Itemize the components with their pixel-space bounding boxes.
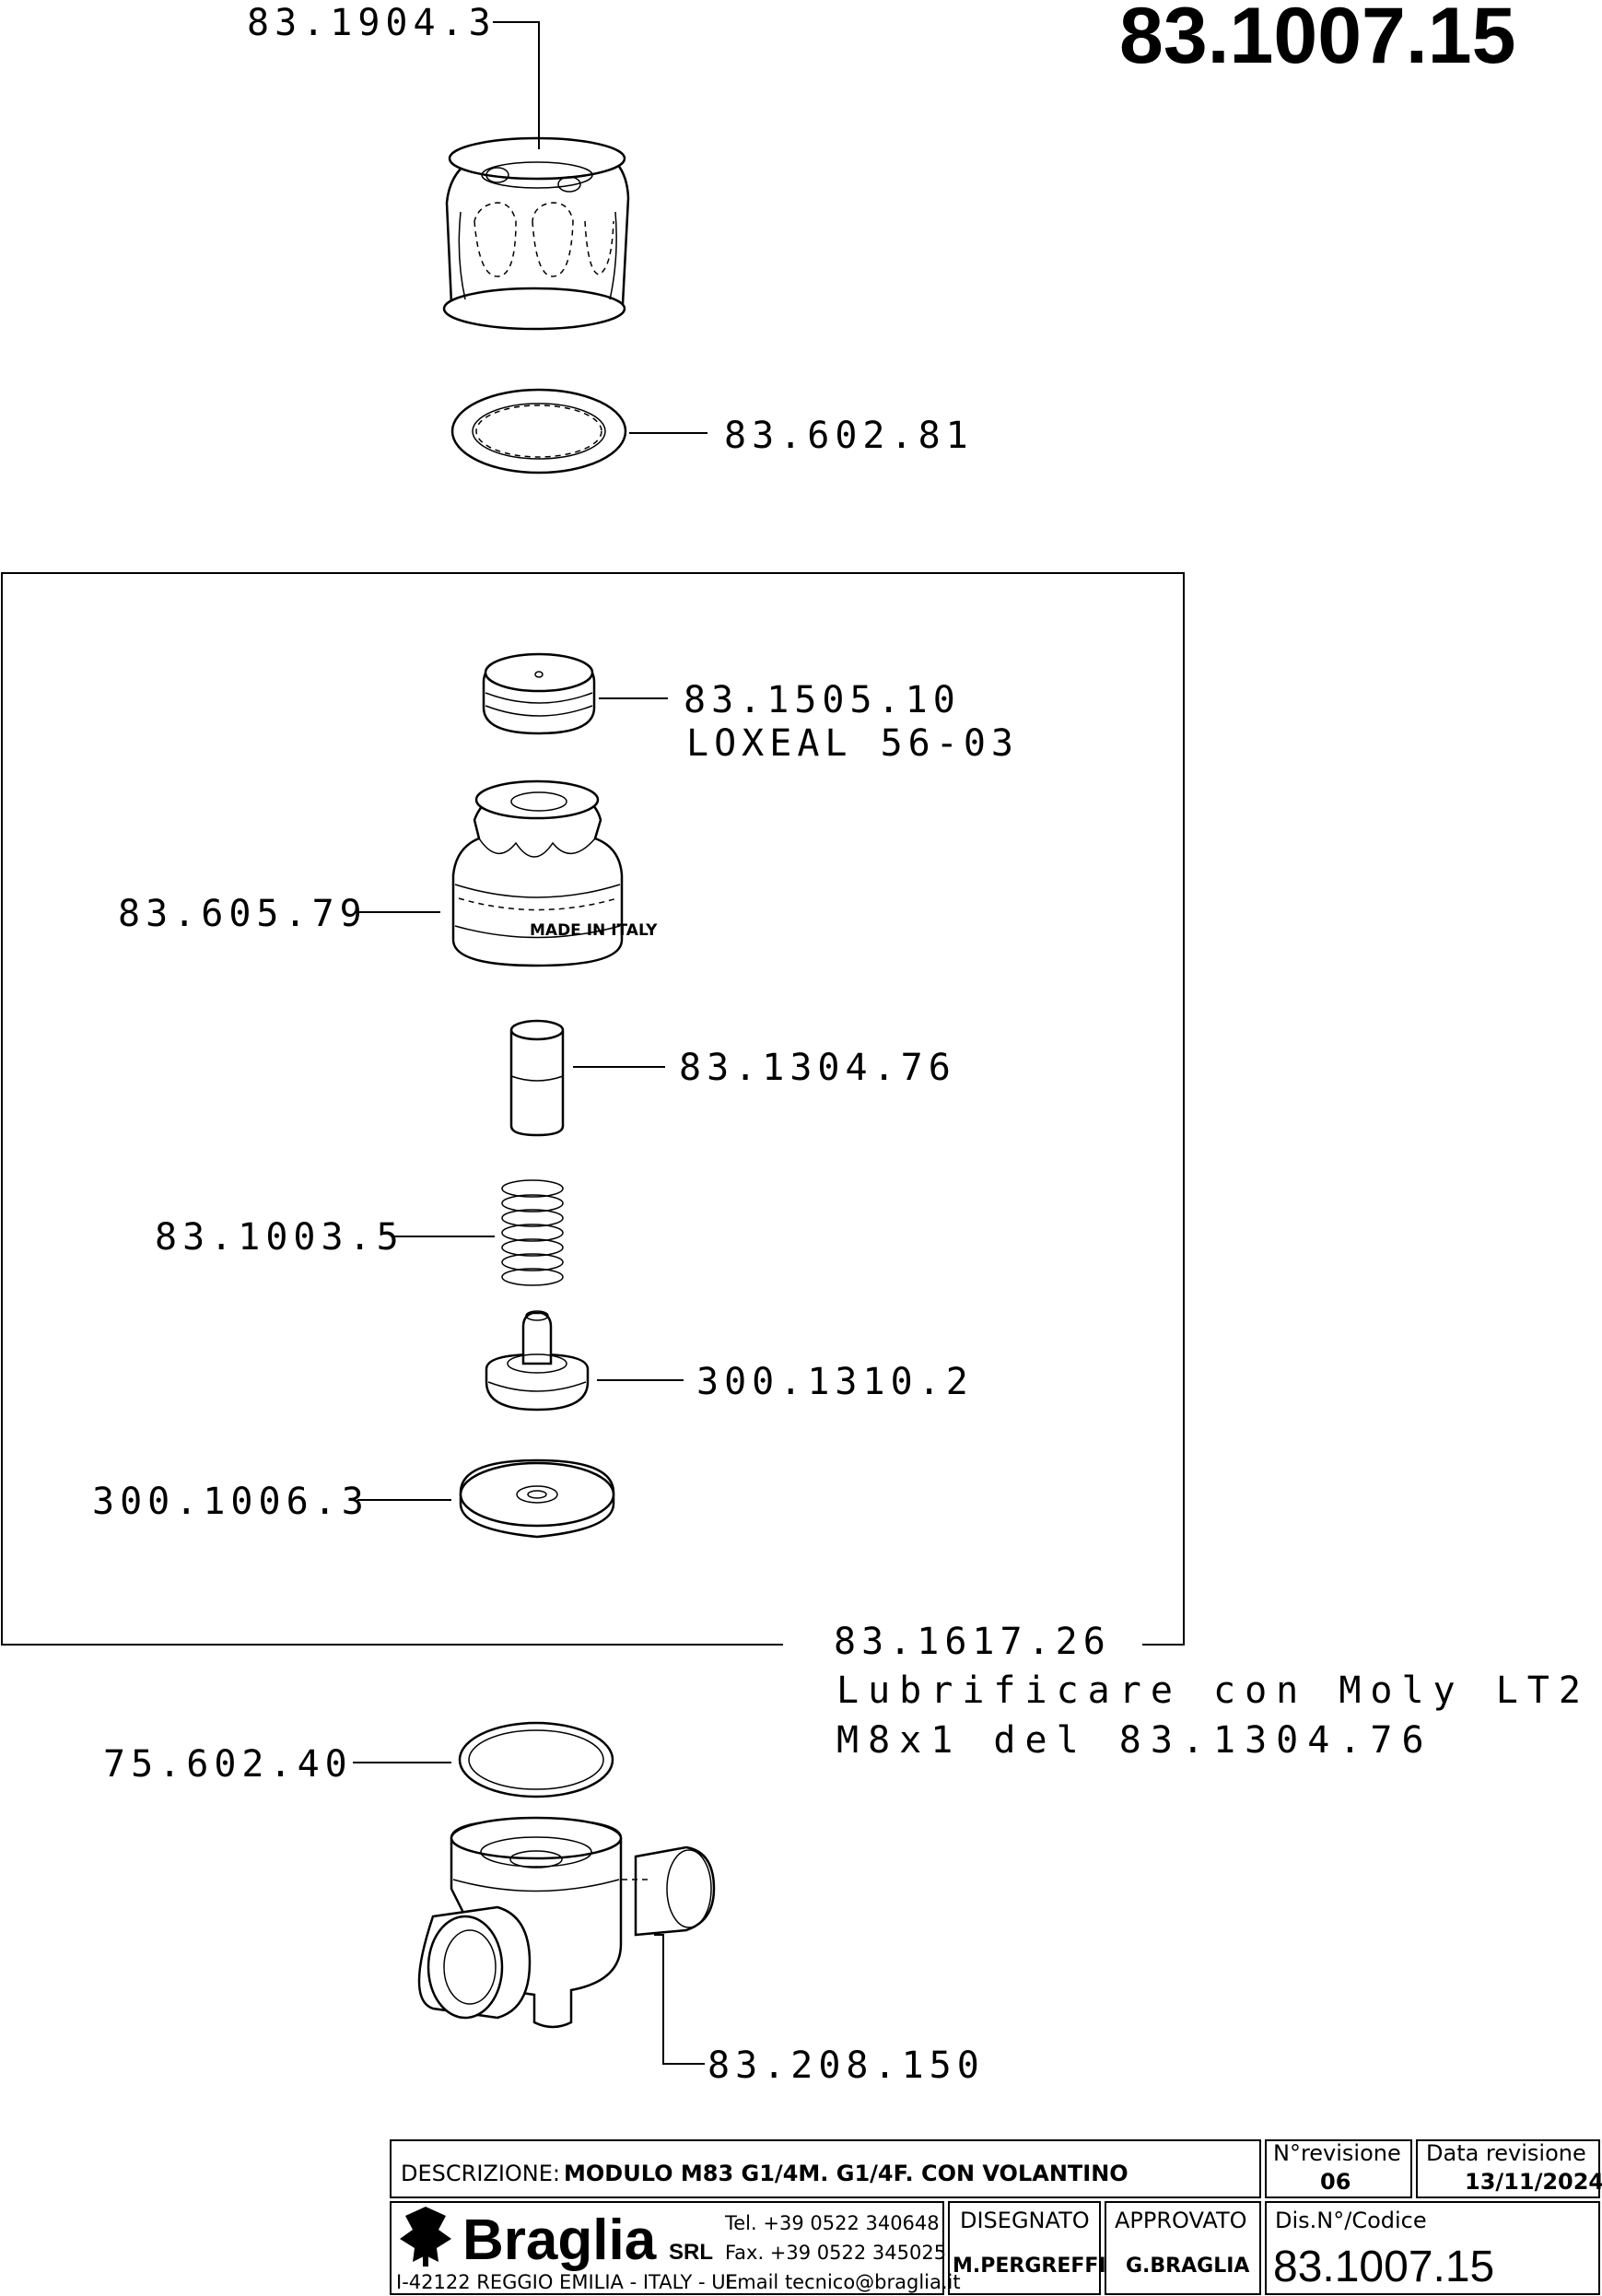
company-cell xyxy=(390,2201,944,2295)
callout-piston: 83.1304.76 xyxy=(679,1047,956,1089)
revision-label: N°revisione xyxy=(1273,2140,1401,2166)
description-value: MODULO M83 G1/4M. G1/4F. CON VOLANTINO xyxy=(564,2161,1128,2186)
company-logo-icon xyxy=(400,2207,451,2267)
company-name: Braglia xyxy=(462,2208,657,2272)
callout-subassembly: 83.1617.26 xyxy=(834,1621,1111,1663)
callout-body: 83.208.150 xyxy=(707,2044,985,2087)
revision-value: 06 xyxy=(1320,2169,1351,2195)
company-email: Email tecnico@braglia.it xyxy=(725,2271,961,2293)
part-body xyxy=(417,1816,716,2029)
drawn-cell xyxy=(948,2201,1101,2295)
cap-marking: MADE IN ITALY xyxy=(530,921,658,940)
approved-label: APPROVATO xyxy=(1115,2208,1247,2233)
approved-cell xyxy=(1105,2201,1261,2295)
callout-oring-top: 83.602.81 xyxy=(724,415,974,457)
callout-poppet: 300.1310.2 xyxy=(696,1361,974,1403)
callout-insert: 83.1505.10 xyxy=(684,679,961,721)
code-label: Dis.N°/Codice xyxy=(1275,2208,1427,2233)
part-spring xyxy=(501,1179,564,1286)
part-oring-bottom xyxy=(458,1721,614,1798)
company-fax: Fax. +39 0522 345025 xyxy=(725,2242,946,2264)
callout-spring: 83.1003.5 xyxy=(155,1216,404,1259)
revision-date-cell xyxy=(1416,2139,1600,2198)
description-cell xyxy=(390,2139,1261,2198)
drawn-value: M.PERGREFFI xyxy=(953,2255,1106,2278)
approved-value: G.BRAGLIA xyxy=(1126,2255,1249,2278)
leader-knob xyxy=(493,21,540,149)
title-block: DESCRIZIONE: MODULO M83 G1/4M. G1/4F. CO… xyxy=(390,2139,1602,2295)
subassembly-frame xyxy=(1,572,1185,1646)
callout-disc: 300.1006.3 xyxy=(92,1481,369,1523)
company-suffix: SRL xyxy=(669,2240,713,2265)
code-cell xyxy=(1265,2201,1600,2295)
drawn-label: DISEGNATO xyxy=(960,2208,1090,2233)
part-knob xyxy=(442,136,630,331)
description-label: DESCRIZIONE: xyxy=(401,2161,560,2186)
part-oring-top xyxy=(450,388,627,474)
revision-date-label: Data revisione xyxy=(1426,2140,1586,2166)
leader-body xyxy=(654,1934,705,2065)
company-address: I-42122 REGGIO EMILIA - ITALY - UE xyxy=(396,2271,738,2293)
callout-oring-bottom: 75.602.40 xyxy=(103,1743,353,1786)
callout-knob: 83.1904.3 xyxy=(247,2,497,44)
code-value: 83.1007.15 xyxy=(1273,2243,1494,2291)
part-piston xyxy=(509,1019,565,1137)
part-disc xyxy=(459,1458,615,1539)
callout-subassembly-note1: Lubrificare con Moly LT2 xyxy=(836,1669,1590,1712)
revision-cell xyxy=(1265,2139,1412,2198)
header-drawing-number: 83.1007.15 xyxy=(1119,0,1515,80)
part-insert xyxy=(482,652,596,735)
part-cap: MADE IN ITALY xyxy=(451,779,658,967)
callout-subassembly-note2: M8x1 del 83.1304.76 xyxy=(836,1719,1433,1762)
revision-date-value: 13/11/2024 xyxy=(1465,2169,1602,2195)
callout-insert-note: LOXEAL 56-03 xyxy=(686,722,1019,765)
callout-cap: 83.605.79 xyxy=(118,893,368,935)
part-poppet xyxy=(485,1310,590,1412)
company-tel: Tel. +39 0522 340648 xyxy=(724,2212,940,2234)
